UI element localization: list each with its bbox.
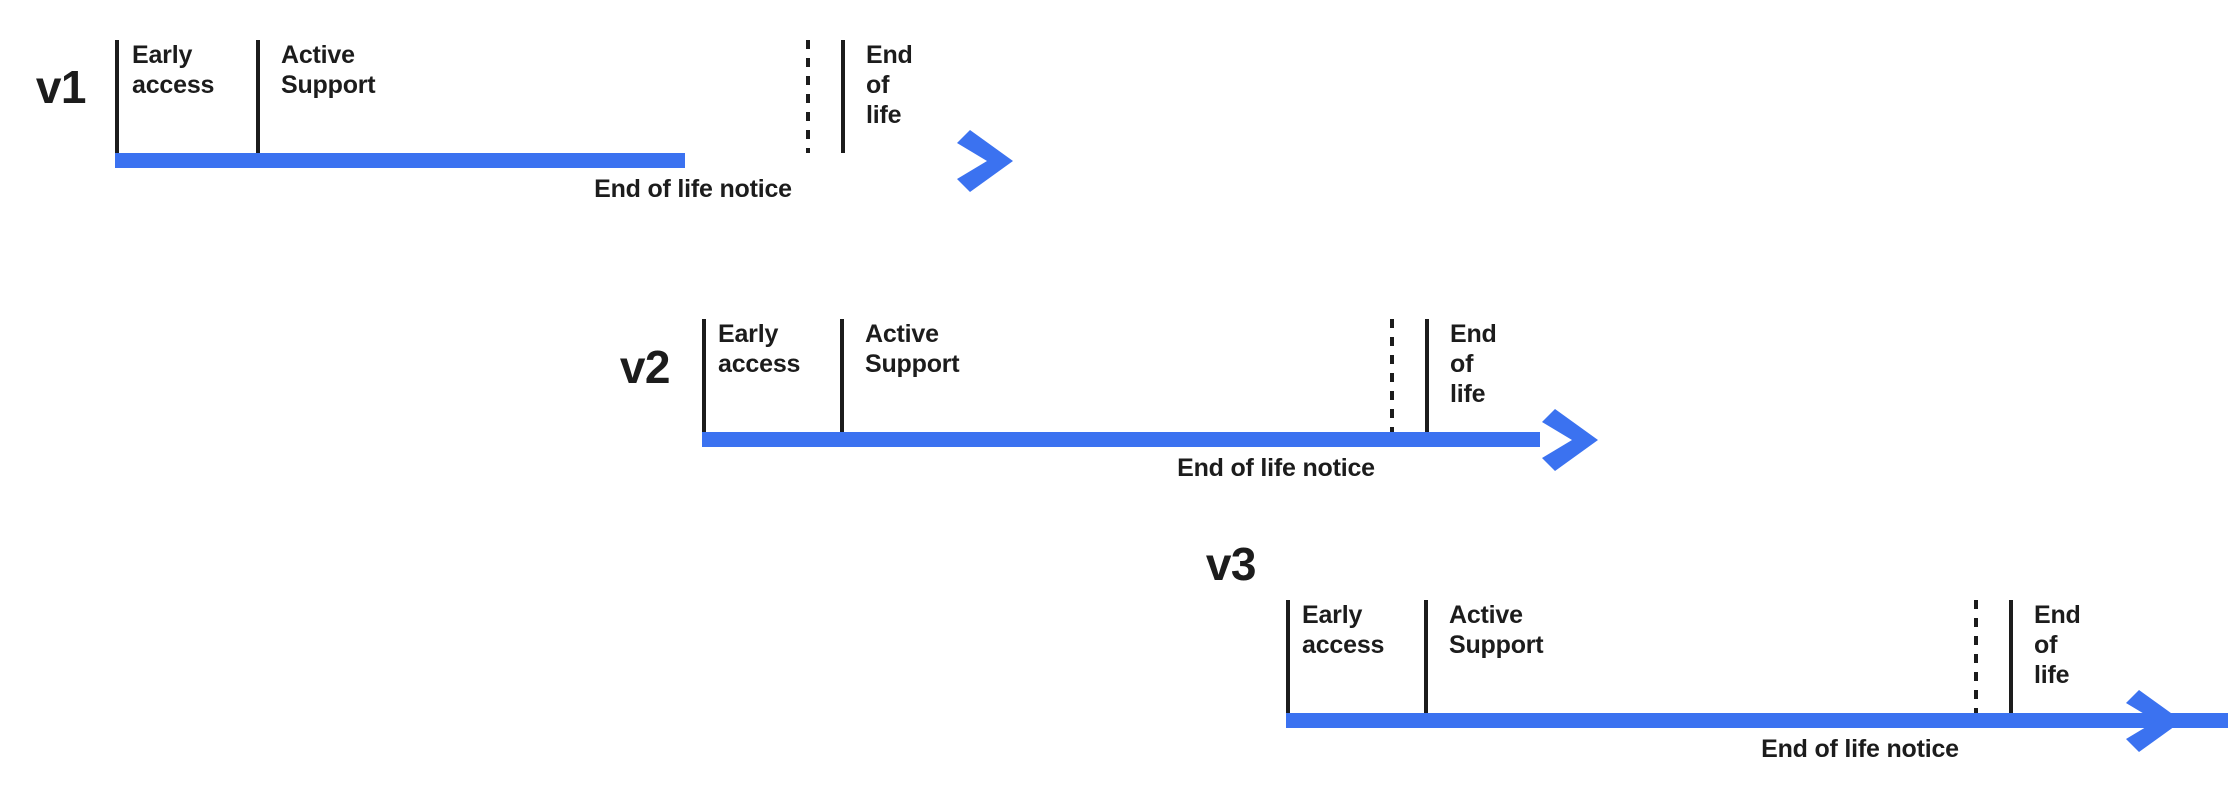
phase-label-end-of-life-v2: End of life (1450, 320, 1497, 408)
phase-tick-early-access-start-v2 (702, 319, 706, 432)
notice-tick-end-of-life-notice-v2 (1390, 319, 1394, 432)
timeline-shaft-v2 (702, 432, 1540, 447)
phase-tick-early-access-start-v1 (115, 40, 119, 153)
phase-label-early-access-v3: Early access (1302, 601, 1385, 659)
phase-label-early-access-v2: Early access (718, 320, 801, 378)
phase-label-active-support-v2: Active Support (865, 320, 960, 378)
notice-tick-end-of-life-notice-v1 (806, 40, 810, 153)
version-label-v2: v2 (619, 341, 671, 393)
notice-label-end-of-life-notice-v3: End of life notice (1761, 735, 1959, 763)
notice-label-end-of-life-notice-v1: End of life notice (594, 175, 792, 203)
notice-tick-end-of-life-notice-v3 (1974, 600, 1978, 713)
phase-tick-end-of-life-start-v2 (1425, 319, 1429, 432)
phase-tick-active-support-start-v3 (1424, 600, 1428, 713)
phase-tick-end-of-life-start-v3 (2009, 600, 2013, 713)
phase-tick-early-access-start-v3 (1286, 600, 1290, 713)
version-label-v3: v3 (1205, 538, 1257, 590)
version-label-v1: v1 (35, 61, 87, 113)
timeline-arrowhead-icon-v2 (1542, 409, 1598, 471)
phase-label-end-of-life-v3: End of life (2034, 601, 2081, 689)
timeline-shaft-v1 (115, 153, 685, 168)
timeline-arrowhead-icon-v1 (957, 130, 1013, 192)
notice-label-end-of-life-notice-v2: End of life notice (1177, 454, 1375, 482)
timeline-shaft-v3 (1286, 713, 2228, 728)
phase-label-active-support-v3: Active Support (1449, 601, 1544, 659)
timeline-arrowhead-icon-v3 (2126, 690, 2182, 752)
phase-tick-active-support-start-v1 (256, 40, 260, 153)
phase-label-early-access-v1: Early access (132, 41, 215, 99)
phase-label-end-of-life-v1: End of life (866, 41, 913, 129)
phase-label-active-support-v1: Active Support (281, 41, 376, 99)
phase-tick-end-of-life-start-v1 (841, 40, 845, 153)
phase-tick-active-support-start-v2 (840, 319, 844, 432)
